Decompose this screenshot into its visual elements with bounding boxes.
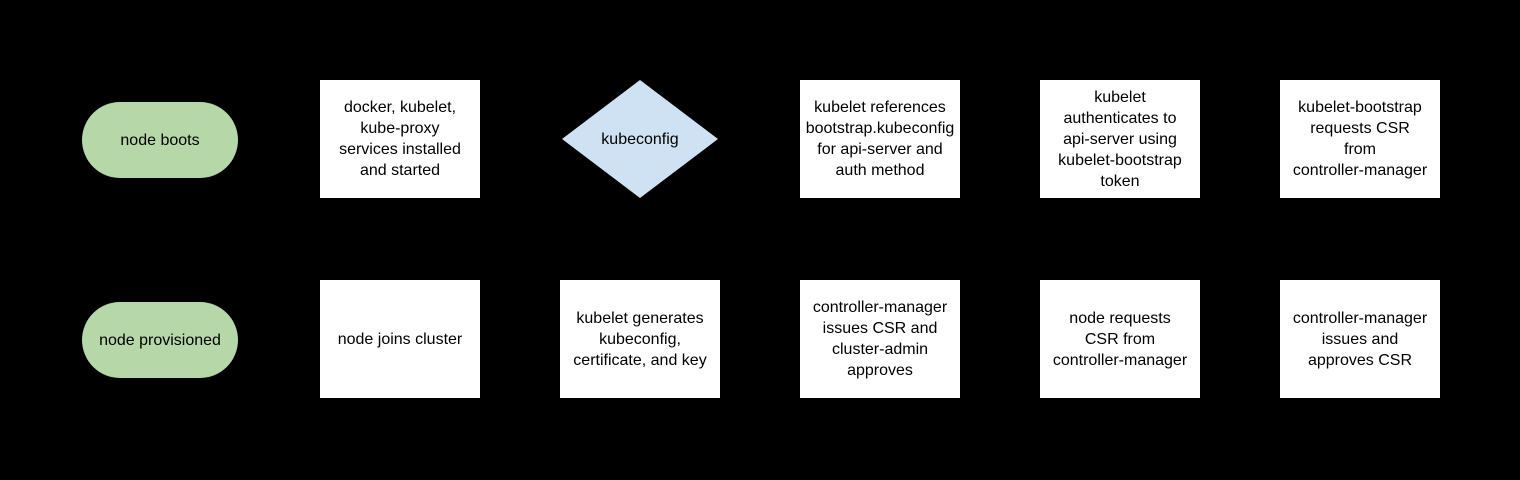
node-boots-terminal: node boots bbox=[82, 102, 238, 178]
kubelet-references-bootstrap-label: kubelet references bootstrap.kubeconfig … bbox=[805, 99, 955, 179]
node-joins-cluster-label: node joins cluster bbox=[337, 330, 463, 348]
node-provisioned-label: node provisioned bbox=[99, 331, 221, 349]
services-installed-label: docker, kubelet, kube-proxy services ins… bbox=[339, 99, 461, 179]
kubelet-authenticates-process: kubelet authenticates to api-server usin… bbox=[1040, 80, 1200, 198]
services-installed-process: docker, kubelet, kube-proxy services ins… bbox=[320, 80, 480, 198]
kubelet-references-bootstrap-process: kubelet references bootstrap.kubeconfig … bbox=[800, 80, 960, 198]
node-provisioned-terminal: node provisioned bbox=[82, 302, 238, 378]
kubelet-authenticates-label: kubelet authenticates to api-server usin… bbox=[1058, 88, 1182, 190]
controller-manager-issues-csr-admin-approves-label: controller-manager issues CSR and cluste… bbox=[812, 299, 948, 379]
node-requests-csr-process: node requests CSR from controller-manage… bbox=[1040, 280, 1200, 398]
kubeconfig-decision-label: kubeconfig bbox=[601, 130, 679, 148]
node-joins-cluster-process: node joins cluster bbox=[320, 280, 480, 398]
kubelet-bootstrap-requests-csr-process: kubelet-bootstrap requests CSR from cont… bbox=[1280, 80, 1440, 198]
node-requests-csr-label: node requests CSR from controller-manage… bbox=[1052, 309, 1188, 369]
kubelet-generates-kubeconfig-label: kubelet generates kubeconfig, certificat… bbox=[573, 309, 707, 369]
kubelet-generates-kubeconfig-process: kubelet generates kubeconfig, certificat… bbox=[560, 280, 720, 398]
kubeconfig-decision: kubeconfig bbox=[562, 80, 718, 198]
controller-manager-issues-approves-csr-label: controller-manager issues and approves C… bbox=[1292, 309, 1428, 369]
kubelet-bootstrap-requests-csr-label: kubelet-bootstrap requests CSR from cont… bbox=[1292, 99, 1428, 179]
controller-manager-issues-approves-csr-process: controller-manager issues and approves C… bbox=[1280, 280, 1440, 398]
controller-manager-issues-csr-admin-approves-process: controller-manager issues CSR and cluste… bbox=[800, 280, 960, 398]
node-boots-label: node boots bbox=[120, 131, 200, 149]
